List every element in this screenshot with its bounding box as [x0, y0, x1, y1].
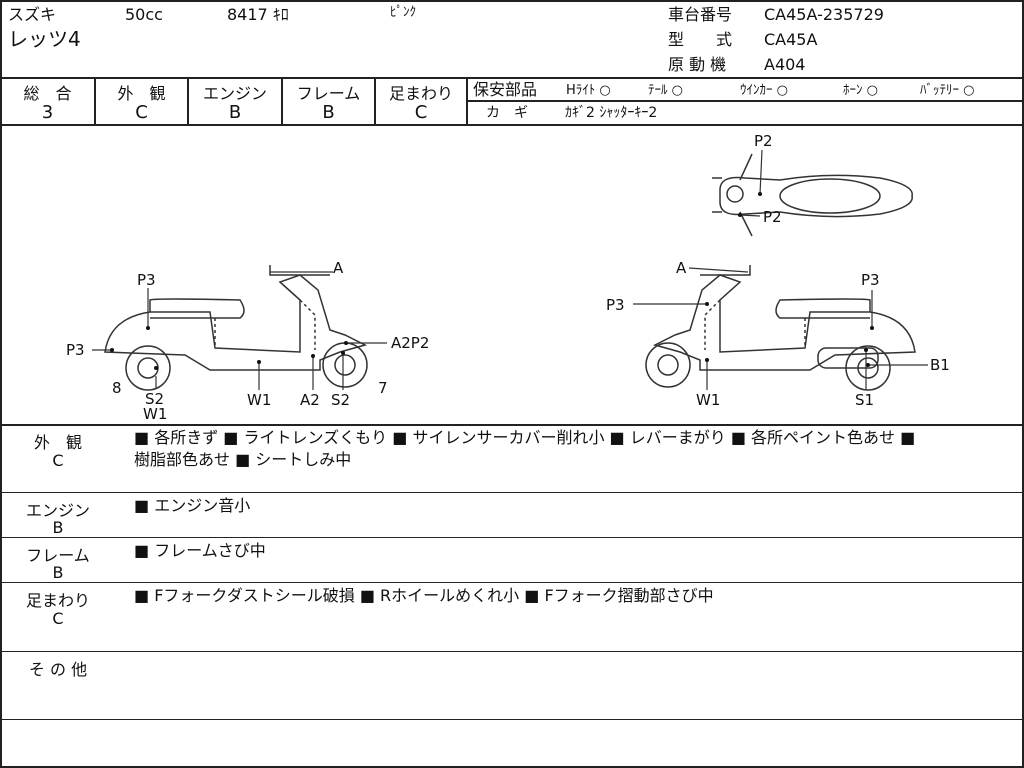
grade-value-overall: 3 — [41, 102, 54, 123]
damage-label: A — [333, 259, 344, 277]
damage-label: A2 — [300, 391, 320, 409]
right-scooter — [645, 265, 916, 391]
type-value: CA45A — [764, 30, 818, 49]
displacement: 50cc — [125, 5, 163, 24]
grade-value-frame: B — [322, 102, 335, 123]
safety-horn: ﾎｰﾝ ○ — [843, 83, 878, 98]
damage-label: P2 — [763, 208, 782, 226]
engine-value: A404 — [764, 55, 806, 74]
damage-label: A — [676, 259, 687, 277]
damage-label: W1 — [247, 391, 272, 409]
top-view-scooter — [712, 153, 913, 237]
remark-line: ■ エンジン音小 — [134, 496, 251, 515]
remark-grade: C — [52, 609, 64, 628]
grade-label-exterior: 外 観 — [117, 84, 166, 103]
damage-label: P3 — [606, 296, 625, 314]
damage-label: 7 — [378, 379, 388, 397]
divider — [467, 100, 1024, 102]
damage-label: W1 — [696, 391, 721, 409]
damage-label: P3 — [66, 341, 85, 359]
damage-label: S1 — [855, 391, 875, 409]
grade-value-suspension: C — [414, 102, 428, 123]
divider — [0, 537, 1024, 538]
safety-headlight: Hﾗｲﾄ ○ — [566, 83, 611, 98]
chassis-value: CA45A-235729 — [764, 5, 884, 24]
divider — [0, 651, 1024, 652]
divider — [0, 77, 1024, 79]
safety-battery: ﾊﾞｯﾃﾘｰ ○ — [920, 83, 975, 98]
maker: スズキ — [8, 5, 57, 24]
divider — [281, 77, 283, 125]
remark-category: 足まわり — [25, 591, 90, 610]
remark-category: フレーム — [26, 546, 90, 565]
safety-tail: ﾃｰﾙ ○ — [648, 83, 683, 98]
damage-label: 8 — [112, 379, 122, 397]
remark-category: そ の 他 — [28, 660, 88, 679]
mileage: 8417 ｷﾛ — [227, 5, 289, 24]
engine-label: 原 動 機 — [668, 55, 727, 74]
grade-label-suspension: 足まわり — [388, 84, 453, 103]
divider — [94, 77, 96, 125]
grade-value-engine: B — [228, 102, 242, 123]
divider — [374, 77, 376, 125]
remark-line: 樹脂部色あせ ■ シートしみ中 — [134, 450, 352, 469]
remark-grade: C — [52, 451, 64, 470]
damage-label: P3 — [861, 271, 880, 289]
divider — [0, 582, 1024, 583]
divider — [0, 719, 1024, 720]
divider — [0, 492, 1024, 493]
type-label: 型 式 — [668, 30, 733, 49]
remark-line: ■ フレームさび中 — [134, 541, 266, 560]
model-name: レッツ4 — [8, 27, 81, 51]
damage-label: P3 — [137, 271, 156, 289]
key-value: ｶｷﾞ2 ｼｬｯﾀｰｷｰ2 — [565, 105, 658, 121]
safety-winker: ｳｲﾝｶｰ ○ — [740, 83, 788, 98]
remark-line: ■ 各所きず ■ ライトレンズくもり ■ サイレンサーカバー削れ小 ■ レバーま… — [134, 428, 916, 447]
remark-category: 外 観 — [33, 433, 82, 452]
chassis-label: 車台番号 — [668, 5, 733, 24]
divider — [466, 77, 468, 125]
grade-label-engine: エンジン — [202, 84, 267, 103]
damage-label: S2 — [331, 391, 351, 409]
remark-grade: B — [52, 563, 64, 582]
divider — [187, 77, 189, 125]
remark-category: エンジン — [25, 501, 90, 520]
remark-grade: B — [52, 518, 64, 537]
color: ﾋﾟﾝｸ — [390, 5, 416, 20]
grade-label-frame: フレーム — [296, 84, 361, 103]
grade-label-overall: 総 合 — [23, 84, 72, 103]
damage-label: S2 — [145, 390, 165, 408]
divider — [0, 424, 1024, 426]
remark-line: ■ Fフォークダストシール破損 ■ Rホイールめくれ小 ■ Fフォーク摺動部さび… — [134, 586, 714, 605]
key-label: カ ギ — [486, 105, 528, 121]
safety-label: 保安部品 — [473, 80, 538, 99]
damage-label: P2 — [754, 132, 773, 150]
damage-label: A2P2 — [391, 334, 430, 352]
divider — [0, 124, 1024, 126]
damage-label: W1 — [143, 405, 168, 423]
grade-value-exterior: C — [135, 102, 148, 123]
damage-label: B1 — [930, 356, 950, 374]
